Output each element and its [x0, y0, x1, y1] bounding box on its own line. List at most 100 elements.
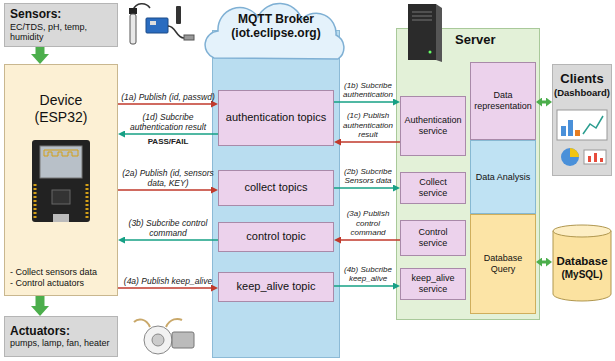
- usb-port: [53, 214, 69, 222]
- node-text: pumps, lamp, fan, heater: [10, 338, 110, 349]
- edge-label: (3b) Subcribe control command: [121, 218, 215, 238]
- database-cylinder: Database(MySQL): [552, 224, 612, 302]
- chart-panel: [557, 110, 607, 140]
- node-title: Control service: [405, 227, 461, 249]
- edge-label: (3a) Publish control command: [341, 209, 395, 238]
- pump-picture: [134, 319, 194, 354]
- chart-bar: [588, 156, 591, 162]
- pie-chart: [561, 148, 579, 166]
- temp-probe: [184, 35, 194, 40]
- ph-probe: [130, 14, 136, 44]
- cylinder-body: [553, 231, 611, 301]
- connector-arrow: [334, 187, 393, 189]
- esp32-board: [32, 140, 90, 222]
- drive-bay: [412, 20, 432, 21]
- edge-label: (2a) Publish (id, sensors data, KEY): [121, 168, 215, 188]
- sensor-box: Sensors:EC/TDS, pH, temp, humidity: [4, 3, 118, 47]
- pump-motor: [172, 332, 194, 348]
- node-title: collect topics: [245, 181, 308, 194]
- sensor-board: [146, 18, 168, 33]
- chart-bar: [568, 120, 573, 136]
- node-text: (MySQL): [561, 269, 602, 281]
- connector-arrow: [341, 239, 400, 241]
- service-box: Authentication service: [400, 96, 466, 156]
- chart-bar: [561, 126, 566, 136]
- probe-cable: [168, 26, 184, 38]
- broker-panel: MQTT Broker (iot.eclipse.org)authenticat…: [212, 30, 340, 358]
- node-title: Clients: [560, 71, 603, 87]
- edge-label: (1a) Publish (id, passwd): [121, 92, 215, 102]
- service-box: Collect service: [400, 172, 466, 204]
- node-text: (Dashboard): [554, 87, 610, 98]
- pump-tube: [134, 319, 150, 327]
- node-title: Database: [556, 255, 607, 269]
- probe-cap: [129, 8, 137, 14]
- connector-arrow: [36, 296, 45, 306]
- topic-box: keep_alive topic: [218, 272, 334, 302]
- chip: [52, 190, 70, 204]
- node-title: MQTT Broker (iot.eclipse.org): [221, 12, 331, 41]
- actuator-box: Actuators:pumps, lamp, fan, heater: [4, 316, 118, 357]
- node-title: Data representation: [474, 90, 532, 112]
- result-label: PASS/FAIL: [140, 137, 196, 147]
- server-panel: ServerAuthentication serviceCollect serv…: [396, 28, 540, 320]
- node-title: Database Query: [475, 253, 531, 275]
- broker-cloud: [205, 4, 344, 59]
- server-tower: [408, 4, 442, 62]
- connector-arrow: [334, 101, 393, 103]
- node-title: Authentication service: [404, 115, 461, 137]
- pump-rotor: [152, 334, 164, 346]
- node-title: Actuators:: [10, 324, 70, 338]
- node-title: control topic: [246, 230, 305, 243]
- board-body: [32, 140, 90, 222]
- tower-front: [408, 4, 436, 60]
- connector-arrow: [36, 47, 45, 54]
- cylinder-top: [553, 225, 611, 237]
- topic-box: collect topics: [218, 170, 334, 206]
- node-title: keep_alive topic: [237, 280, 316, 293]
- edge-label: (1c) Publish authentication result: [341, 111, 395, 140]
- connector-arrow: [542, 261, 546, 264]
- power-led: [429, 51, 432, 54]
- service-box: keep_alive service: [400, 268, 466, 300]
- topic-box: authentication topics: [218, 90, 334, 146]
- node-text: - Collect sensors data: [10, 267, 97, 278]
- cloud-shape: [205, 4, 344, 59]
- node-title: keep_alive service: [405, 273, 461, 295]
- board-connector: [150, 21, 156, 25]
- edge-label: (2b) Subcribe Sensors data: [341, 167, 395, 186]
- dashboard-picture: [557, 110, 607, 166]
- node-title: Collect service: [405, 177, 461, 199]
- connector-arrow: [125, 239, 218, 241]
- module-box: Data representation: [470, 62, 536, 140]
- pump-tube: [166, 319, 182, 327]
- drive-bay: [412, 16, 432, 17]
- sensor-probes: [129, 4, 194, 44]
- node-title: Device (ESP32): [25, 92, 97, 126]
- antenna-trace: [44, 150, 78, 156]
- connector-arrow: [118, 287, 211, 289]
- pin-row: [34, 184, 37, 218]
- connector-arrow: [334, 285, 393, 287]
- module-box: Data Analysis: [470, 140, 536, 214]
- tds-probe: [176, 6, 181, 24]
- connector-arrow: [118, 189, 211, 191]
- node-text: EC/TDS, pH, temp, humidity: [10, 22, 112, 43]
- chart-line: [583, 116, 603, 134]
- node-text: - Control actuators: [10, 278, 84, 289]
- tower-side: [436, 4, 442, 62]
- chart-bar: [575, 130, 580, 136]
- connector-arrow: [341, 141, 400, 143]
- pie-slice: [570, 148, 579, 157]
- chart-bar: [594, 153, 597, 162]
- topic-box: control topic: [218, 222, 334, 252]
- node-title: Server: [455, 32, 495, 48]
- node-title: Sensors:: [10, 7, 61, 21]
- node-title: authentication topics: [226, 111, 326, 124]
- module-box: Database Query: [470, 214, 536, 314]
- node-title: Data Analysis: [476, 172, 531, 183]
- connector-arrow: [542, 101, 546, 104]
- chart-bar: [600, 158, 603, 162]
- connector-arrow: [118, 103, 211, 105]
